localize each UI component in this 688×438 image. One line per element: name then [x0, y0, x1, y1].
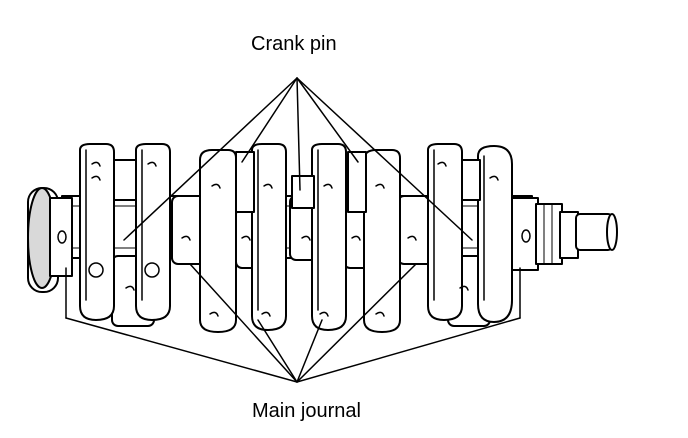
crank-pins [113, 151, 481, 213]
main-journal-leader-lines [65, 263, 521, 383]
rear-snout [507, 197, 618, 271]
main-journal-label: Main journal [252, 400, 361, 422]
surface-details [85, 149, 499, 317]
crank-pin-leader-lines [123, 77, 473, 241]
crank-webs [79, 143, 513, 333]
front-flange [27, 187, 73, 293]
crank-pin-label: Crank pin [251, 33, 337, 55]
